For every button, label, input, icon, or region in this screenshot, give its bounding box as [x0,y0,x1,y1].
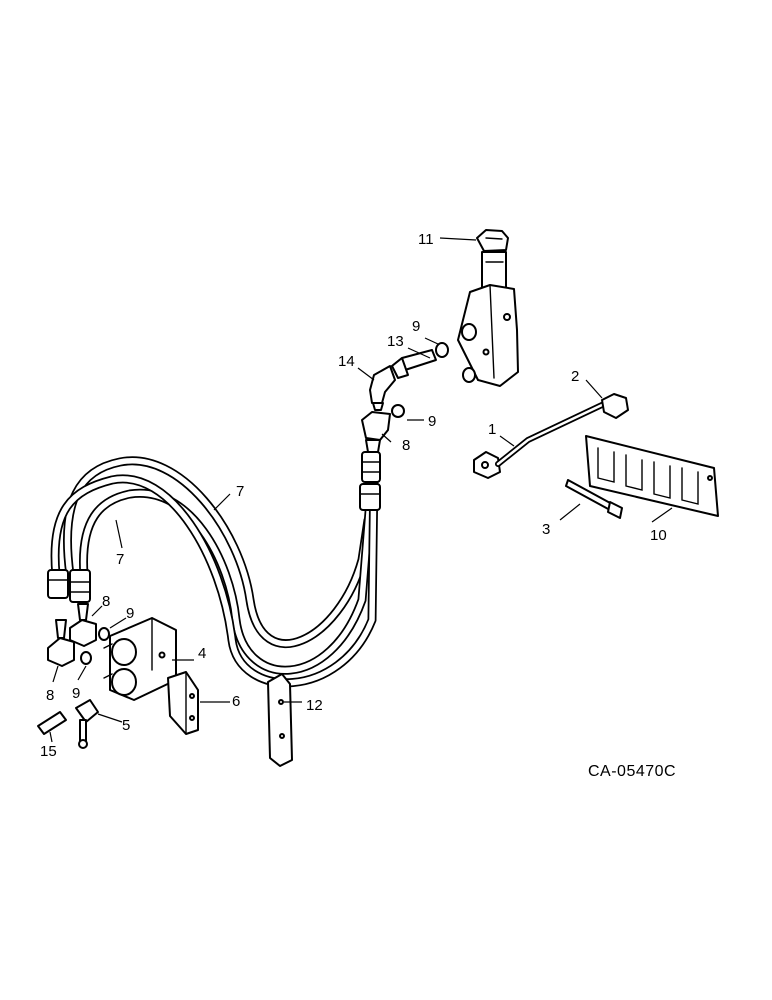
callout-10: 10 [650,527,667,544]
callout-11: 11 [418,231,434,248]
callout-1: 1 [488,421,496,438]
elbow-fitting [369,365,396,411]
elbow-fitting-lower-left [47,619,75,667]
callout-7-upper: 7 [236,483,244,500]
leader-lines [49,237,673,743]
callout-13: 13 [387,333,404,350]
o-ring-mid [391,404,405,418]
callout-8-upper: 8 [402,437,410,454]
callout-8-left: 8 [46,687,54,704]
o-ring-lower-right [98,627,110,641]
callout-6: 6 [232,693,240,710]
callout-12: 12 [306,697,323,714]
locking-pin [75,699,99,749]
callout-3: 3 [542,521,550,538]
control-knob [601,393,629,419]
drawing-code: CA-05470C [588,763,676,780]
callout-9-upper: 9 [412,318,420,335]
callout-14: 14 [338,353,355,370]
roll-pin [37,711,67,735]
adapter-fitting [391,349,437,379]
callout-2: 2 [571,368,579,385]
swivel-fitting-upper [361,411,391,453]
callout-7-lower: 7 [116,551,124,568]
support-strap [267,673,293,767]
gate-plate [585,435,719,517]
elbow-fitting-lower-right [69,603,97,647]
o-ring-upper [435,342,449,358]
valve-body [457,284,519,387]
callout-8-right: 8 [102,593,110,610]
callout-9-left: 9 [72,685,80,702]
mounting-bracket [167,671,199,735]
callout-4: 4 [198,645,206,662]
bolt [565,479,623,519]
hose-collar-upper [359,451,381,511]
callout-5: 5 [122,717,130,734]
callout-9-mid: 9 [428,413,436,430]
callout-9-right: 9 [126,605,134,622]
control-rod [473,401,607,479]
coupler-block [103,617,177,701]
hose-collar-lower [47,569,91,603]
hydraulic-hoses [50,456,379,688]
callout-15: 15 [40,743,57,760]
valve-cap [476,229,509,291]
o-ring-lower-left [80,651,92,665]
